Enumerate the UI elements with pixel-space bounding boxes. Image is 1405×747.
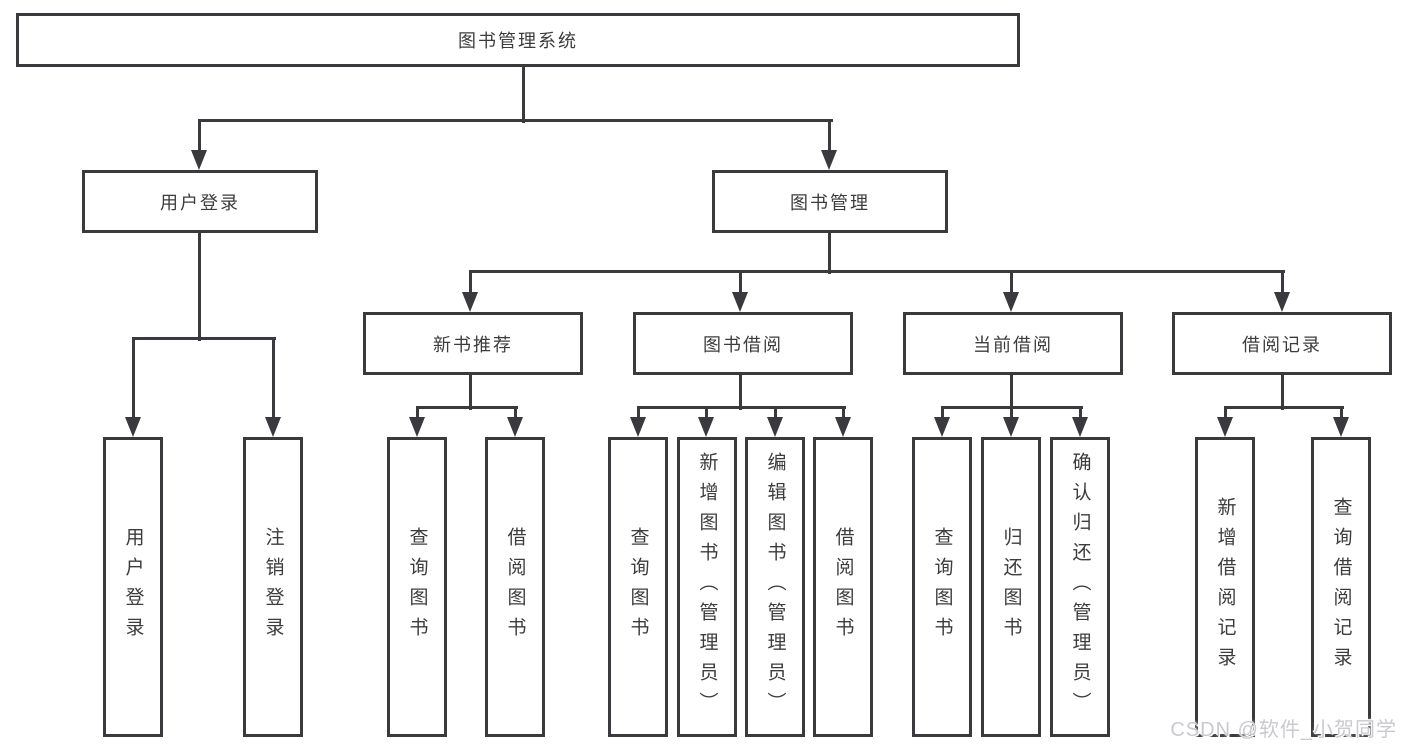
arrow-stem — [1339, 407, 1343, 418]
arrowhead-down-icon — [835, 417, 851, 437]
leaf-logout: 注销登录 — [243, 437, 303, 737]
arrow-stem — [1009, 407, 1013, 418]
arrowhead-down-icon — [821, 150, 837, 170]
arrowhead-down-icon — [1274, 292, 1290, 312]
node-book-borrowing: 图书借阅 — [633, 312, 853, 375]
arrow-stem — [827, 120, 831, 151]
leaf-edit-books-admin: 编辑图书（管理员） — [745, 437, 805, 737]
node-borrowing-records: 借阅记录 — [1172, 312, 1392, 375]
arrow-stem — [1078, 407, 1082, 418]
leaf-query-books-borrowing: 查询图书 — [608, 437, 668, 737]
arrow-stem — [197, 120, 201, 151]
leaf-borrow-books-recommend: 借阅图书 — [485, 437, 545, 737]
connector-hline — [1223, 405, 1344, 409]
leaf-borrow-books-borrowing: 借阅图书 — [813, 437, 873, 737]
connector-vline — [468, 375, 472, 410]
arrowhead-down-icon — [191, 150, 207, 170]
arrow-stem — [1280, 271, 1284, 293]
arrow-stem — [131, 338, 135, 418]
connector-hline — [468, 269, 1285, 273]
leaf-query-books-current: 查询图书 — [912, 437, 972, 737]
arrow-stem — [271, 338, 275, 418]
node-book-management-system: 图书管理系统 — [16, 13, 1020, 67]
connector-hline — [636, 405, 846, 409]
leaf-confirm-return-admin: 确认归还（管理员） — [1050, 437, 1110, 737]
connector-vline — [738, 375, 742, 410]
arrowhead-down-icon — [1003, 417, 1019, 437]
arrowhead-down-icon — [462, 292, 478, 312]
node-book-management: 图书管理 — [712, 170, 948, 233]
node-user-login: 用户登录 — [82, 170, 318, 233]
arrowhead-down-icon — [934, 417, 950, 437]
arrowhead-down-icon — [1217, 417, 1233, 437]
arrow-stem — [940, 407, 944, 418]
connector-hline — [415, 405, 518, 409]
connector-vline — [827, 233, 831, 274]
leaf-query-borrow-record: 查询借阅记录 — [1311, 437, 1371, 737]
csdn-watermark: CSDN @软件_小贺同学 — [1170, 719, 1397, 741]
arrow-stem — [704, 407, 708, 418]
arrowhead-down-icon — [125, 417, 141, 437]
leaf-add-borrow-record: 新增借阅记录 — [1195, 437, 1255, 737]
arrow-stem — [773, 407, 777, 418]
arrowhead-down-icon — [698, 417, 714, 437]
arrowhead-down-icon — [767, 417, 783, 437]
connector-vline — [1009, 375, 1013, 410]
arrow-stem — [468, 271, 472, 293]
node-current-borrowing: 当前借阅 — [903, 312, 1123, 375]
arrowhead-down-icon — [1333, 417, 1349, 437]
arrow-stem — [738, 271, 742, 293]
connector-vline — [1280, 375, 1284, 410]
leaf-add-books-admin: 新增图书（管理员） — [677, 437, 737, 737]
connector-vline — [521, 67, 525, 123]
leaf-query-books-recommend: 查询图书 — [387, 437, 447, 737]
arrowhead-down-icon — [732, 292, 748, 312]
arrow-stem — [841, 407, 845, 418]
arrow-stem — [636, 407, 640, 418]
arrowhead-down-icon — [507, 417, 523, 437]
arrowhead-down-icon — [1003, 292, 1019, 312]
node-new-book-recommend: 新书推荐 — [363, 312, 583, 375]
arrowhead-down-icon — [630, 417, 646, 437]
arrow-stem — [415, 407, 419, 418]
arrow-stem — [1009, 271, 1013, 293]
arrow-stem — [1223, 407, 1227, 418]
arrowhead-down-icon — [265, 417, 281, 437]
arrowhead-down-icon — [1072, 417, 1088, 437]
arrowhead-down-icon — [409, 417, 425, 437]
connector-hline — [197, 118, 833, 122]
leaf-user-login: 用户登录 — [103, 437, 163, 737]
connector-vline — [197, 233, 201, 341]
leaf-return-books: 归还图书 — [981, 437, 1041, 737]
arrow-stem — [513, 407, 517, 418]
connector-hline — [131, 336, 276, 340]
